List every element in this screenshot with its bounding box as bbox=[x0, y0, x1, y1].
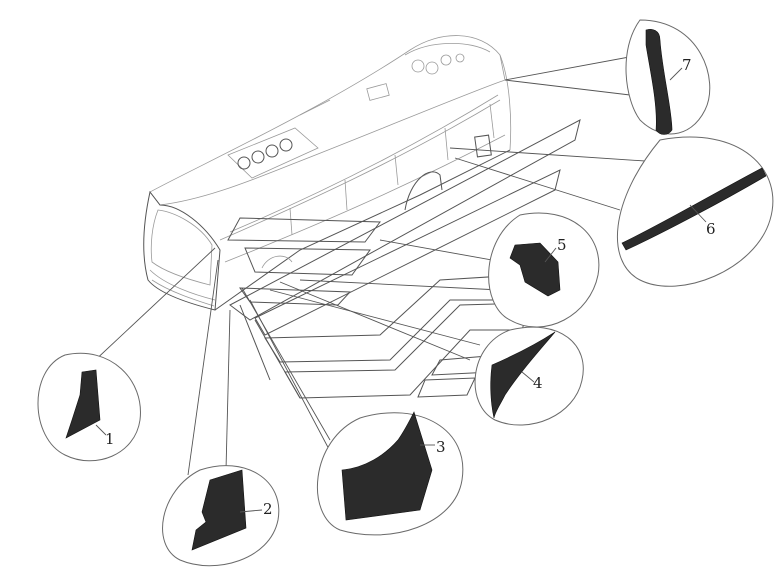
callout-label-6: 6 bbox=[706, 220, 716, 238]
callout-bubble-6 bbox=[616, 136, 774, 287]
part-3-rear-panel bbox=[341, 411, 433, 521]
callout-label-1: 1 bbox=[105, 430, 115, 448]
leader-lines bbox=[89, 54, 661, 476]
callout-label-4: 4 bbox=[533, 374, 543, 392]
callout-bubble-3 bbox=[317, 411, 464, 536]
part-7-pillar-trim bbox=[645, 29, 673, 135]
callout-labels: 7 6 5 4 3 2 1 bbox=[95, 56, 716, 518]
part-1-front-trim bbox=[65, 369, 101, 439]
part-4-corner-trim bbox=[490, 331, 556, 419]
decal-outlines bbox=[227, 119, 581, 399]
bus-body bbox=[143, 35, 512, 311]
callout-label-7: 7 bbox=[682, 56, 692, 74]
callout-bubble-1 bbox=[37, 352, 141, 462]
callout-bubble-7 bbox=[625, 19, 711, 135]
callout-label-5: 5 bbox=[557, 236, 567, 254]
callout-bubble-4 bbox=[474, 326, 584, 426]
callout-label-2: 2 bbox=[263, 500, 273, 518]
part-5-bracket bbox=[509, 242, 561, 297]
part-2-front-panel bbox=[191, 469, 247, 551]
callout-label-3: 3 bbox=[436, 438, 446, 456]
callout-bubble-2 bbox=[162, 465, 280, 567]
callout-bubble-5 bbox=[488, 212, 600, 328]
